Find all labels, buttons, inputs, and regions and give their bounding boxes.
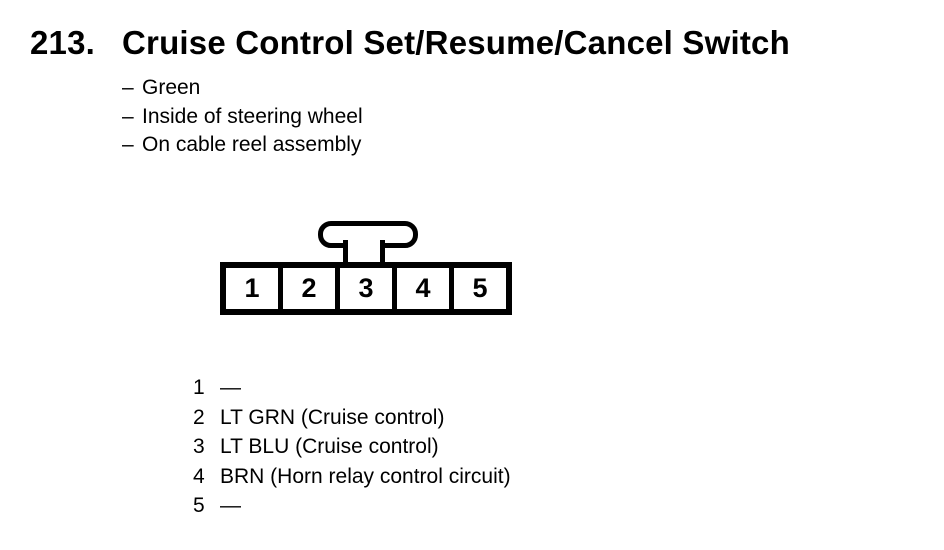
dash-bullet: – (122, 104, 134, 128)
note-text: On cable reel assembly (142, 133, 362, 156)
dash-bullet: – (122, 133, 134, 156)
dash-bullet: – (122, 76, 134, 99)
connector-cavity-2: 2 (278, 268, 335, 309)
note-text: Green (142, 76, 201, 99)
pin-number: 1 (193, 376, 205, 399)
connector-notes: – Green – Inside of steering wheel – On … (122, 74, 363, 160)
pin-row: 5 — (193, 491, 511, 521)
pin-number: 5 (193, 494, 205, 517)
connector-body: 1 2 3 4 5 (220, 262, 512, 315)
pin-description: — (220, 494, 241, 517)
connector-cavity-5: 5 (449, 268, 506, 309)
pin-description: BRN (Horn relay control circuit) (220, 464, 511, 488)
connector-cavity-4: 4 (392, 268, 449, 309)
pin-row: 4 BRN (Horn relay control circuit) (193, 462, 511, 492)
pin-description: — (220, 376, 241, 399)
pin-row: 2 LT GRN (Cruise control) (193, 403, 511, 433)
connector-cavity-3: 3 (335, 268, 392, 309)
connector-cavity-1: 1 (244, 273, 260, 303)
note-line: – Green (122, 74, 363, 103)
connector-lock-tab-neck (343, 240, 385, 263)
pin-number: 3 (193, 435, 205, 458)
figure-number: 213. (30, 24, 96, 61)
pin-number: 4 (193, 464, 205, 488)
figure-title-text: Cruise Control Set/Resume/Cancel Switch (122, 24, 790, 61)
pin-description: LT BLU (Cruise control) (220, 435, 439, 458)
pin-number: 2 (193, 405, 205, 429)
note-text: Inside of steering wheel (142, 104, 363, 128)
pin-row: 3 LT BLU (Cruise control) (193, 432, 511, 462)
figure-title: 213. Cruise Control Set/Resume/Cancel Sw… (30, 26, 790, 59)
note-line: – On cable reel assembly (122, 131, 363, 160)
pin-legend: 1 — 2 LT GRN (Cruise control) 3 LT BLU (… (193, 373, 511, 521)
pin-description: LT GRN (Cruise control) (220, 405, 445, 429)
note-line: – Inside of steering wheel (122, 103, 363, 132)
pin-row: 1 — (193, 373, 511, 403)
